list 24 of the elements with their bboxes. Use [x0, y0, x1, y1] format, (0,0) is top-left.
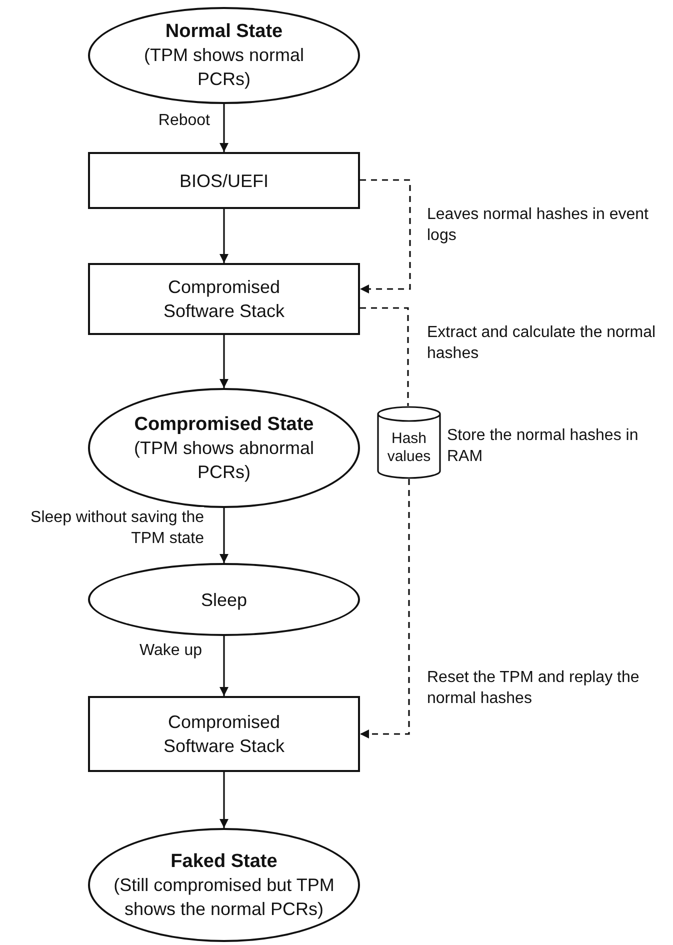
state-title: Compromised State: [134, 412, 314, 436]
node-label: Compromised Software Stack: [162, 276, 286, 323]
state-description: (TPM shows abnormal PCRs): [132, 436, 316, 484]
arrow: [220, 335, 228, 388]
state-description: (TPM shows normal PCRs): [142, 44, 306, 91]
process-box: [88, 263, 360, 335]
node-label: Sleep: [200, 588, 248, 612]
storage-cylinder: [377, 406, 441, 479]
process-box: [88, 152, 360, 209]
process-box: [88, 696, 360, 772]
node-label: Hash values: [386, 430, 432, 466]
state-title: Faked State: [170, 850, 278, 872]
node-label: Compromised Software Stack: [162, 711, 286, 758]
node-label: BIOS/UEFI: [178, 170, 270, 192]
state-description: (Still compromised but TPM shows the normal PCRs): [112, 874, 336, 920]
arrow: [220, 209, 228, 263]
arrow: [220, 104, 228, 152]
arrow: [220, 636, 228, 696]
dashed-arrow: [360, 479, 410, 738]
arrow: [220, 508, 228, 563]
state-title: Normal State: [165, 20, 283, 43]
arrow: [220, 772, 228, 828]
side-note: Store the normal hashes in RAM: [447, 426, 640, 467]
dashed-arrow: [360, 179, 411, 294]
